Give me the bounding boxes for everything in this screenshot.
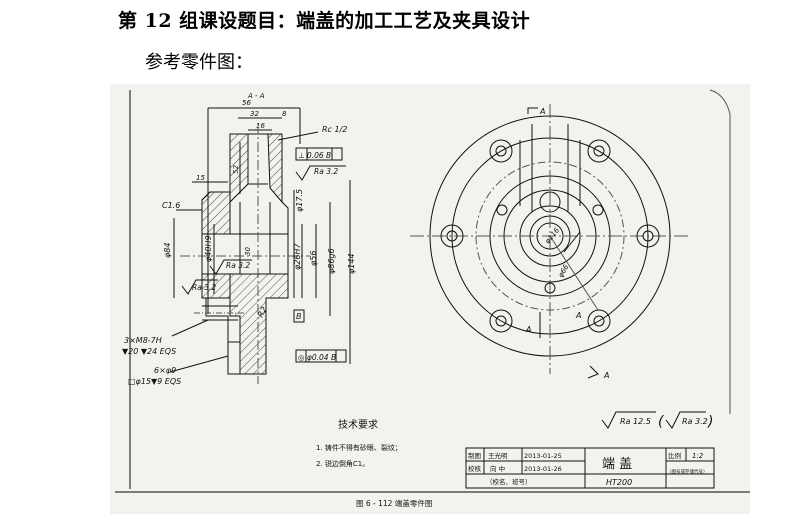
check-date: 2013-01-26 — [524, 465, 562, 473]
datum-b: B — [296, 312, 302, 321]
svg-text:): ) — [707, 414, 713, 430]
drawn-name: 王光明 — [488, 451, 508, 460]
dia-116: φ116 — [543, 226, 561, 245]
section-view: A - A 56 32 8 16 Rc 1/2 ⊥ 0.06 B Ra 3.2 — [122, 92, 356, 386]
tech-req-1: 1. 铸件不得有砂眼、裂纹； — [316, 443, 402, 452]
cut-a-left: A — [525, 325, 531, 334]
title-block: 制图 王光明 2013-01-25 校核 向 中 2013-01-26 （校名、… — [465, 447, 715, 489]
chamfer-c16: C1.6 — [162, 201, 180, 210]
svg-text:(: ( — [658, 414, 664, 430]
drawn-date: 2013-01-25 — [524, 452, 562, 460]
thread-rc: Rc 1/2 — [322, 125, 347, 134]
scale-label: 比例 — [668, 451, 681, 460]
technical-requirements: 技术要求 1. 铸件不得有砂眼、裂纹； 2. 锐边倒角C1。 — [316, 418, 402, 468]
dia-40h9: φ40H9 — [204, 235, 213, 262]
tech-req-2: 2. 锐边倒角C1。 — [316, 459, 369, 468]
figure-caption: 图 6 - 112 端盖零件图 — [356, 498, 432, 508]
drawing-number: （图号或存储代号） — [667, 468, 708, 475]
drawn-label: 制图 — [468, 451, 481, 460]
general-roughness: Ra 12.5 ( Ra 3.2 ) — [601, 411, 713, 430]
dia-144: φ144 — [347, 253, 356, 274]
material: HT200 — [606, 478, 632, 487]
dim-32: 32 — [250, 110, 259, 118]
thread-note-line1: 3×M8-7H — [124, 336, 162, 345]
school-field: （校名、班号） — [486, 477, 532, 486]
roughness-top: Ra 3.2 — [314, 167, 338, 176]
dim-15: 15 — [196, 174, 205, 182]
dim-16: 16 — [256, 122, 265, 130]
cut-a-top: A — [539, 107, 545, 116]
roughness-left: Ra 3.2 — [192, 283, 216, 292]
hole-note-line2: □φ15▼9 EQS — [128, 377, 181, 386]
dim-8: 8 — [282, 110, 287, 118]
check-label: 校核 — [468, 464, 482, 473]
dim-52: 52 — [232, 165, 240, 174]
front-view: A A A A φ116 φ66 — [410, 104, 690, 380]
check-name: 向 中 — [490, 464, 505, 473]
reference-drawing-label: 参考零件图： — [145, 52, 253, 73]
part-name: 端 盖 — [602, 457, 632, 472]
tech-req-title: 技术要求 — [338, 418, 378, 431]
runout-tolerance: ◎ φ0.04 B — [298, 353, 336, 362]
cut-a-bottom: A — [603, 371, 609, 380]
hole-note-line1: 6×φ9 — [154, 366, 176, 375]
dim-30: 30 — [244, 247, 252, 256]
dia-26h7: φ26H7 — [293, 243, 302, 270]
dim-56: 56 — [242, 99, 251, 107]
section-label: A - A — [247, 92, 265, 100]
part-drawing-scan: A - A 56 32 8 16 Rc 1/2 ⊥ 0.06 B Ra 3.2 — [110, 84, 750, 514]
dia-17-5: φ17.5 — [295, 189, 304, 212]
dia-56: φ56 — [309, 251, 318, 266]
dia-84: φ84 — [163, 243, 172, 258]
assignment-heading: 第 12 组课设题目：端盖的加工工艺及夹具设计 — [118, 10, 531, 32]
roughness-paren: Ra 3.2 — [682, 417, 708, 426]
dia-86g6: φ86g6 — [327, 248, 336, 274]
scale-value: 1:2 — [692, 452, 704, 460]
thread-note-line2: ▼20 ▼24 EQS — [122, 347, 176, 356]
perpendicularity-tolerance: ⊥ 0.06 B — [298, 151, 331, 160]
cut-a-right: A — [575, 311, 581, 320]
roughness-middle: Ra 3.2 — [226, 261, 250, 270]
roughness-general: Ra 12.5 — [620, 417, 651, 426]
